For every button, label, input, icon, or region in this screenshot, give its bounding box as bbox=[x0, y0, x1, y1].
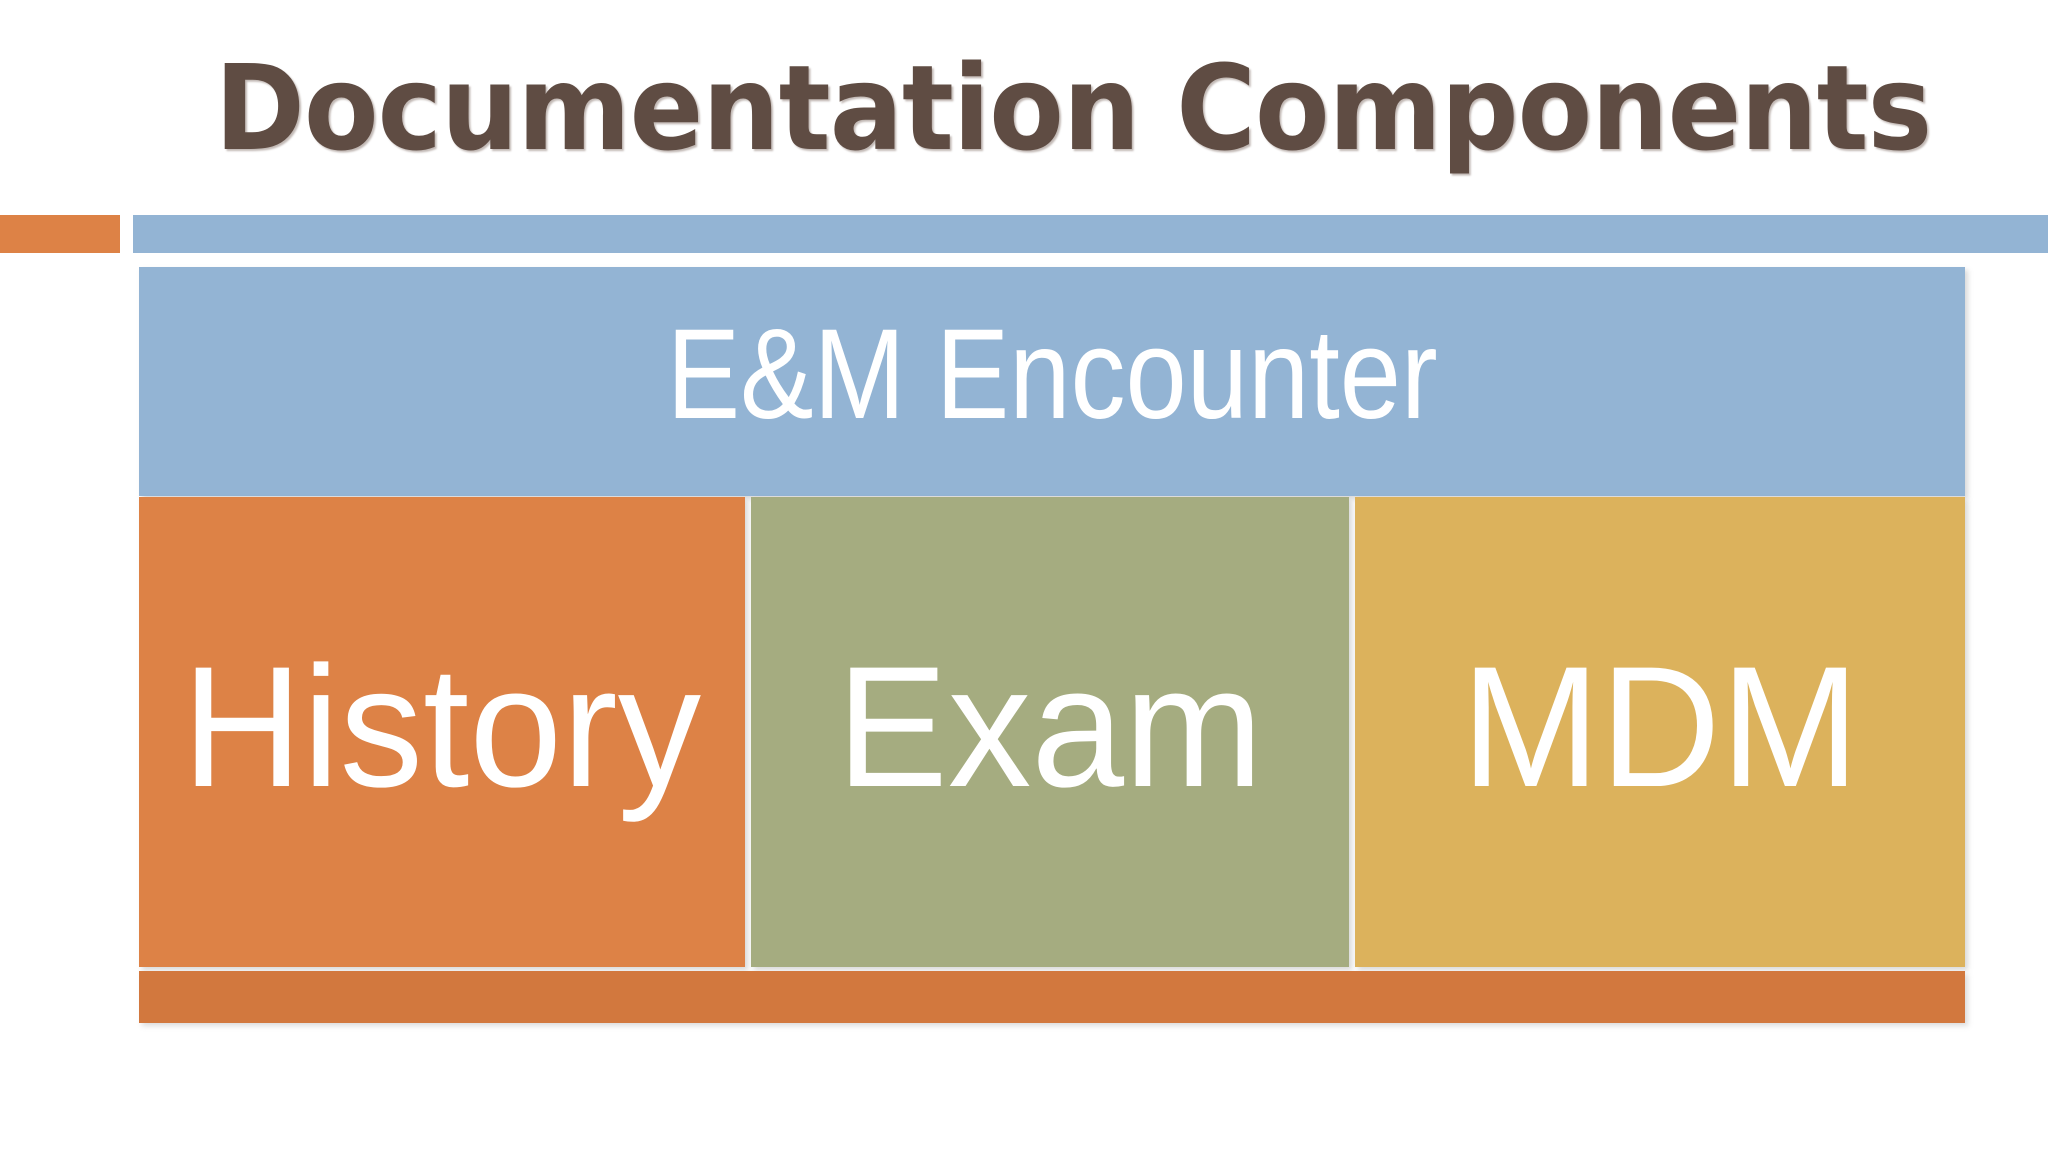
page-title: Documentation Components bbox=[214, 39, 1932, 177]
diagram-child-node-label-history: History bbox=[182, 631, 702, 823]
title-accent-bar-right bbox=[133, 215, 2048, 253]
diagram-parent-node-em-encounter[interactable]: E&M Encounter bbox=[139, 267, 1965, 496]
diagram-child-node-label-exam: Exam bbox=[836, 631, 1264, 823]
diagram-child-node-exam[interactable]: Exam bbox=[751, 497, 1349, 967]
diagram-child-node-mdm[interactable]: MDM bbox=[1355, 497, 1965, 967]
title-accent-bar-left bbox=[0, 215, 120, 253]
diagram-child-node-label-mdm: MDM bbox=[1460, 631, 1860, 823]
footer-accent-bar bbox=[139, 971, 1965, 1023]
diagram-parent-node-label: E&M Encounter bbox=[666, 303, 1438, 446]
diagram-child-node-history[interactable]: History bbox=[139, 497, 745, 967]
